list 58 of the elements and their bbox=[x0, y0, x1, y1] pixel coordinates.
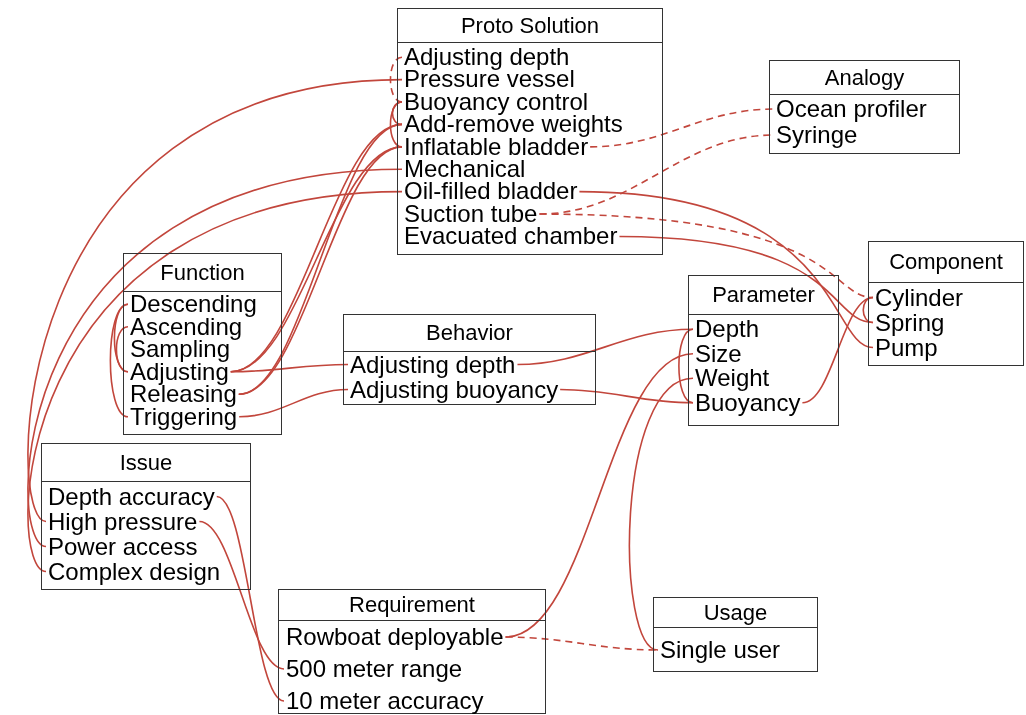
connector-line bbox=[215, 495, 285, 702]
attribute-text: Descending bbox=[130, 293, 257, 316]
class-box bbox=[343, 314, 596, 405]
attribute-text: Ascending bbox=[130, 315, 243, 338]
connector-line bbox=[504, 636, 659, 651]
connector-line bbox=[109, 303, 129, 418]
connector-line bbox=[115, 325, 129, 373]
attribute-text: Cylinder bbox=[875, 285, 964, 310]
attribute-text: Syringe bbox=[776, 122, 858, 148]
attribute-text: High pressure bbox=[48, 509, 198, 534]
class-box bbox=[278, 589, 546, 714]
attribute-text: Evacuated chamber bbox=[404, 225, 618, 248]
connector-line bbox=[862, 296, 874, 324]
attribute-text: Complex design bbox=[48, 559, 221, 584]
attribute-text: Spring bbox=[875, 310, 945, 335]
connector-line bbox=[578, 190, 874, 349]
connector-line bbox=[198, 520, 285, 670]
attribute-text: Buoyancy bbox=[695, 390, 801, 415]
attribute-text: Rowboat deployable bbox=[286, 621, 504, 653]
connector-line bbox=[389, 56, 403, 103]
connector-line bbox=[389, 101, 403, 148]
attribute-text: Depth bbox=[695, 317, 760, 342]
connector-line bbox=[238, 388, 349, 418]
connector-line bbox=[229, 363, 349, 373]
attribute-text: Ocean profiler bbox=[776, 96, 927, 122]
class-box bbox=[41, 443, 251, 590]
attribute-text: 10 meter accuracy bbox=[286, 685, 484, 715]
class-box bbox=[653, 597, 818, 672]
connector-line bbox=[559, 388, 694, 404]
attribute-text: Size bbox=[695, 341, 742, 366]
attribute-text: Weight bbox=[695, 366, 770, 391]
attribute-text: Single user bbox=[660, 630, 781, 670]
class-box bbox=[868, 241, 1024, 366]
class-box bbox=[397, 8, 663, 255]
class-box bbox=[123, 253, 282, 435]
attribute-text: Depth accuracy bbox=[48, 484, 215, 509]
attribute-text: Adjusting depth bbox=[404, 46, 570, 69]
attribute-text: Adjusting buoyancy bbox=[350, 377, 559, 402]
attribute-text: Buoyancy control bbox=[404, 90, 589, 114]
attribute-text: Adjusting depth bbox=[350, 352, 516, 377]
attribute-text: Power access bbox=[48, 534, 198, 559]
attribute-text: Oil-filled bladder bbox=[404, 180, 578, 203]
attribute-text: 500 meter range bbox=[286, 653, 463, 685]
class-heading: Analogy bbox=[824, 66, 905, 89]
class-box bbox=[769, 60, 960, 154]
class-box bbox=[688, 275, 839, 426]
connector-line bbox=[678, 328, 694, 404]
connector-line bbox=[628, 377, 694, 651]
connector-line bbox=[391, 101, 403, 126]
connector-line bbox=[516, 328, 694, 366]
attribute-text: Pump bbox=[875, 335, 938, 360]
attribute-text: Mechanical bbox=[404, 158, 526, 181]
class-heading: Requirement bbox=[349, 594, 475, 616]
attribute-text: Suction tube bbox=[404, 202, 538, 226]
attribute-text: Sampling bbox=[130, 338, 231, 361]
connector-line bbox=[589, 108, 775, 148]
class-heading: Component bbox=[889, 251, 1003, 273]
connector-line bbox=[27, 78, 403, 523]
